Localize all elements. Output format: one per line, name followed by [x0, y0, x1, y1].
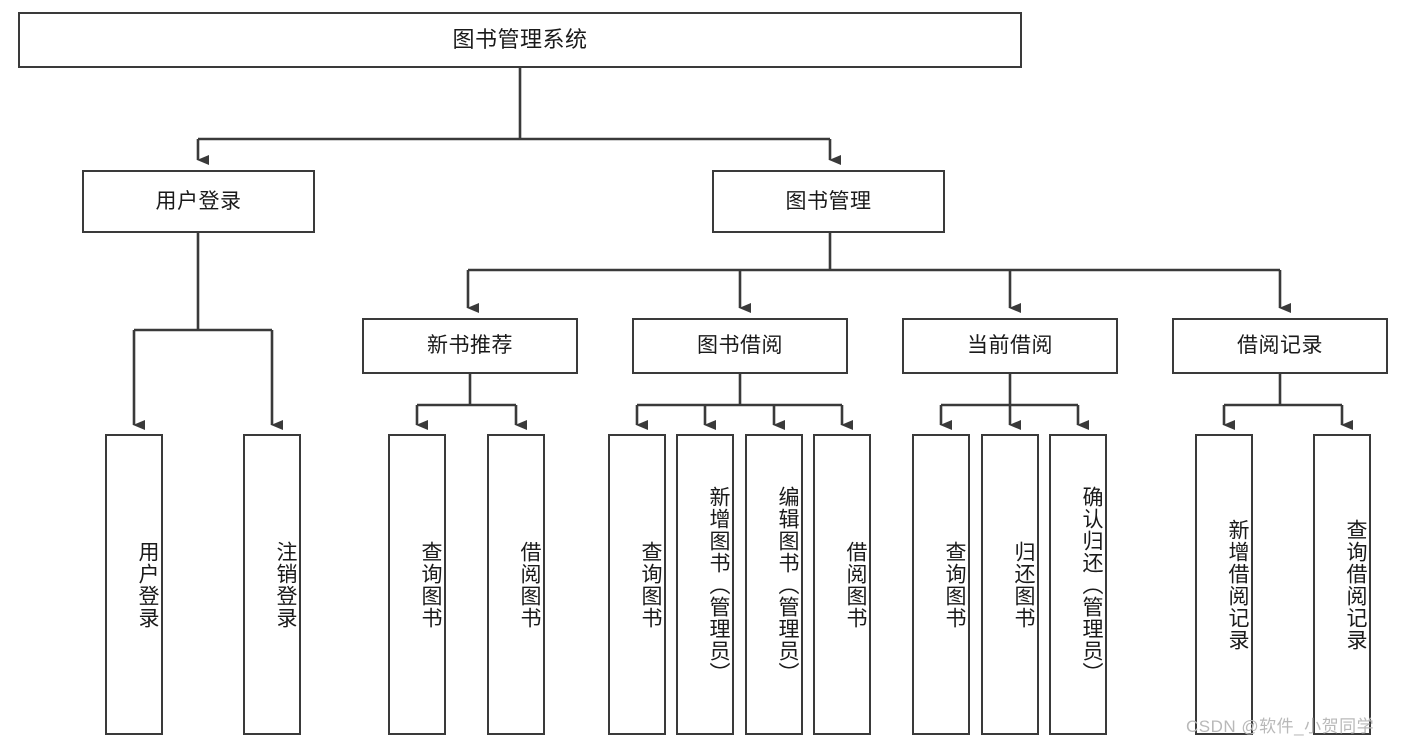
leaf-borrow-book[interactable]: 借阅图书 [813, 434, 871, 735]
csdn-watermark: CSDN @软件_小贺同学 [1186, 717, 1375, 736]
leaf-query-book-current[interactable]: 查询图书 [912, 434, 970, 735]
node-new-book-recommend[interactable]: 新书推荐 [362, 318, 578, 374]
leaf-add-book-admin[interactable]: 新增图书（管理员） [676, 434, 734, 735]
leaf-confirm-return-admin[interactable]: 确认归还（管理员） [1049, 434, 1107, 735]
node-user-login[interactable]: 用户登录 [82, 170, 315, 233]
leaf-add-borrow-record[interactable]: 新增借阅记录 [1195, 434, 1253, 735]
leaf-query-book-borrow[interactable]: 查询图书 [608, 434, 666, 735]
leaf-borrow-book-new[interactable]: 借阅图书 [487, 434, 545, 735]
leaf-query-book-new[interactable]: 查询图书 [388, 434, 446, 735]
leaf-logout[interactable]: 注销登录 [243, 434, 301, 735]
node-borrow-record[interactable]: 借阅记录 [1172, 318, 1388, 374]
node-root-book-management-system[interactable]: 图书管理系统 [18, 12, 1022, 68]
leaf-user-login[interactable]: 用户登录 [105, 434, 163, 735]
leaf-query-borrow-record[interactable]: 查询借阅记录 [1313, 434, 1371, 735]
node-book-borrow[interactable]: 图书借阅 [632, 318, 848, 374]
leaf-return-book[interactable]: 归还图书 [981, 434, 1039, 735]
node-current-borrow[interactable]: 当前借阅 [902, 318, 1118, 374]
node-book-management[interactable]: 图书管理 [712, 170, 945, 233]
leaf-edit-book-admin[interactable]: 编辑图书（管理员） [745, 434, 803, 735]
